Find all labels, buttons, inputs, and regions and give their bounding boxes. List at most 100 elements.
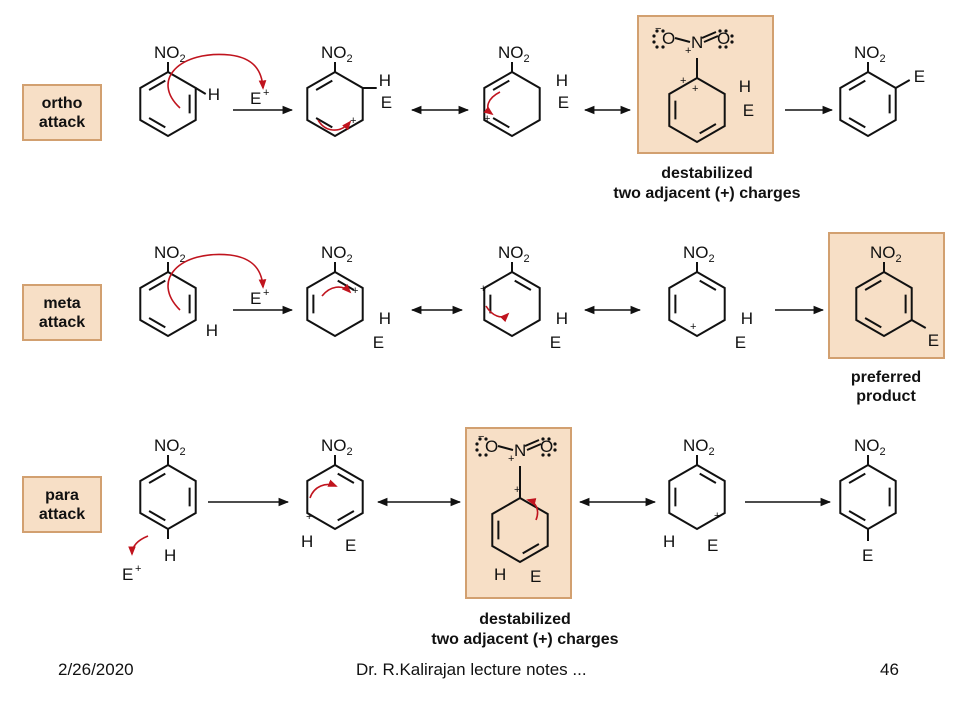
footer-date: 2/26/2020	[58, 660, 134, 679]
positive-charge: +	[263, 87, 269, 99]
hydrogen-label: H	[206, 321, 218, 340]
hydrogen-label: H	[301, 532, 313, 551]
hydrogen-label: H	[739, 77, 751, 96]
nitro-group-label: NO2	[498, 43, 530, 65]
positive-charge: +	[263, 287, 269, 299]
row-label-meta: meta attack	[22, 284, 102, 341]
curved-arrow	[483, 91, 501, 116]
sigma-complex-para-3: NO2 + H E	[663, 436, 726, 555]
electrophile-label: E	[250, 89, 261, 108]
row-label-line2: attack	[39, 114, 85, 131]
caption-preferred: preferred	[851, 369, 921, 386]
oxygen-label: O	[717, 29, 730, 48]
hydrogen-label: H	[164, 546, 176, 565]
nitro-group-label: NO2	[854, 436, 886, 458]
oxygen-label: O	[485, 437, 498, 456]
sigma-complex-meta-1: NO2 + HE	[306, 243, 391, 352]
electrophile-label: E	[735, 333, 746, 352]
positive-charge: +	[685, 45, 691, 57]
nitro-group-label: NO2	[683, 243, 715, 265]
positive-charge: +	[692, 83, 698, 95]
curved-arrow	[526, 498, 539, 521]
electrophile-label: E	[381, 93, 392, 112]
negative-charge: −	[478, 431, 484, 443]
caption-adjacent-charges: two adjacent (+) charges	[613, 185, 800, 202]
electrophile-label: E	[373, 333, 384, 352]
oxygen-label: O	[540, 437, 553, 456]
hydrogen-label: H	[379, 309, 391, 328]
nitro-group-label: NO2	[321, 43, 353, 65]
electrophile-label: E	[550, 333, 561, 352]
electrophile-label: E	[914, 67, 925, 86]
footer-page-number: 46	[880, 660, 899, 679]
nitro-group-label: NO2	[683, 436, 715, 458]
positive-charge: +	[690, 321, 696, 333]
curved-arrow	[321, 283, 352, 297]
nitrogen-label: N	[691, 33, 703, 52]
positive-charge: +	[135, 563, 141, 575]
positive-charge: +	[480, 283, 486, 295]
nitro-group-label: NO2	[154, 243, 186, 265]
electrophile-label: E	[743, 101, 754, 120]
curved-arrow	[167, 253, 267, 311]
row-label-para: para attack	[22, 476, 102, 533]
row-label-line1: para	[45, 487, 79, 504]
positive-charge: +	[680, 75, 686, 87]
positive-charge: +	[514, 484, 520, 496]
hydrogen-label: H	[208, 85, 220, 104]
hydrogen-label: H	[494, 565, 506, 584]
hydrogen-label: H	[663, 532, 675, 551]
sigma-complex-meta-2: NO2 + HE	[480, 243, 568, 352]
nitro-group-label: NO2	[321, 436, 353, 458]
electrophile-label: E	[250, 289, 261, 308]
electrophile-label: E	[707, 536, 718, 555]
nitro-group-label: NO2	[154, 436, 186, 458]
hydrogen-label: H	[556, 309, 568, 328]
reaction-diagram: ortho attack meta attack para attack des…	[22, 15, 945, 648]
electrophile-label: E	[862, 546, 873, 565]
electrophile-label: E	[928, 331, 939, 350]
hydrogen-label: H	[556, 71, 568, 90]
positive-charge: +	[508, 453, 514, 465]
sigma-complex-meta-3: NO2 + HE	[668, 243, 753, 352]
nitro-group-label: NO2	[154, 43, 186, 65]
curved-arrow	[317, 119, 352, 131]
curved-arrow	[167, 53, 267, 109]
positive-charge: +	[714, 510, 720, 522]
positive-charge: +	[484, 113, 490, 125]
caption-adjacent-charges: two adjacent (+) charges	[431, 631, 618, 648]
row-label-line2: attack	[39, 506, 85, 523]
positive-charge: +	[350, 115, 356, 127]
hydrogen-label: H	[379, 71, 391, 90]
curved-arrow	[485, 305, 510, 323]
row-label-ortho: ortho attack	[22, 84, 102, 141]
footer-author: Dr. R.Kalirajan lecture notes ...	[356, 660, 587, 679]
row-label-line1: ortho	[42, 95, 83, 112]
positive-charge: +	[352, 285, 358, 297]
hydrogen-label: H	[741, 309, 753, 328]
curved-arrow	[128, 535, 149, 556]
highlight-box-para	[465, 427, 572, 599]
oxygen-label: O	[662, 29, 675, 48]
nitro-group-label: NO2	[498, 243, 530, 265]
electrophile-label: E	[122, 565, 133, 584]
curved-arrow	[309, 479, 338, 499]
negative-charge: −	[655, 23, 661, 35]
caption-destabilized: destabilized	[661, 165, 753, 182]
row-label-line2: attack	[39, 314, 85, 331]
caption-destabilized: destabilized	[479, 611, 571, 628]
electrophile-label: E	[530, 567, 541, 586]
nitro-group-label: NO2	[321, 243, 353, 265]
positive-charge: +	[306, 511, 312, 523]
highlight-box-meta	[828, 232, 945, 359]
